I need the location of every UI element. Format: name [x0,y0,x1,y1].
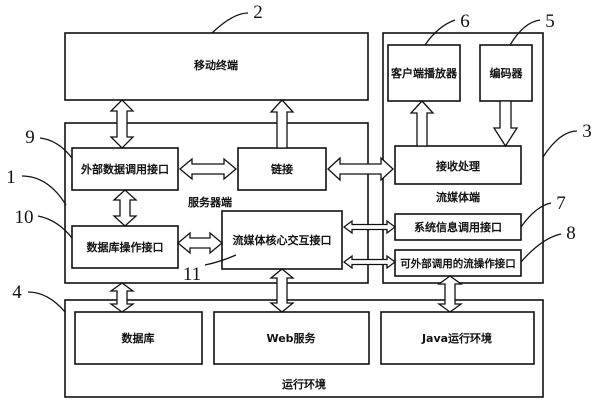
leader-6 [424,19,456,46]
media-core-api-label: 流媒体核心交互接口 [233,233,332,247]
database-label: 数据库 [122,331,155,345]
ref-1: 1 [6,167,16,188]
leader-1 [21,175,67,206]
arrow-link-to-mobile [269,99,295,149]
external-data-api-label: 外部数据调用接口 [80,162,169,176]
external-stream-api-box [394,249,522,277]
arrow-external-api-link [178,157,238,181]
leader-4 [27,291,66,313]
java-runtime-label: Java运行环境 [421,331,492,345]
client-player-box [387,44,461,102]
leader-9 [39,137,73,159]
runtime-label: 运行环境 [282,377,326,391]
web-service-box [213,311,370,365]
ref-3: 3 [582,121,592,142]
ref-9: 9 [25,127,35,148]
leader-3 [542,130,578,158]
codec-label: 编码器 [490,66,524,80]
arrow-core-sys-info [342,219,397,235]
leader-2 [211,12,249,34]
ref-8: 8 [566,223,576,244]
arrow-core-stream-api [342,254,397,270]
server-label: 服务器端 [188,195,232,209]
external-stream-api-label: 可外部调用的流操作接口 [400,257,516,270]
leader-8 [520,233,562,263]
db-operation-api-box [71,225,179,269]
db-operation-api-label: 数据库操作接口 [87,240,164,254]
ref-4: 4 [12,282,22,303]
ref-5: 5 [545,11,555,32]
mobile-terminal-label: 移动终端 [194,58,238,72]
sys-info-api-label: 系统信息调用接口 [414,220,502,234]
codec-box [479,44,533,102]
ref-7: 7 [556,193,566,214]
arrow-codec-to-receive [492,100,519,148]
arrow-link-receive [327,156,394,182]
arrow-streaming-java-runtime [437,275,463,313]
mobile-terminal-box [64,32,369,101]
leader-7 [520,202,552,228]
java-runtime-box [380,311,535,365]
client-player-label: 客户端播放器 [390,66,458,80]
ref-10: 10 [15,207,34,228]
ref-11: 11 [183,264,201,285]
media-core-api-box [221,210,343,270]
sys-info-api-box [394,213,522,241]
arrow-db-api-database [109,282,135,313]
arrow-receive-to-player [409,100,435,147]
leader-5 [509,19,541,46]
link-box [237,147,327,191]
streaming-end-label: 流媒体端 [436,190,480,204]
receive-process-box [394,145,522,185]
arrow-core-web-service [269,268,295,313]
web-service-label: Web服务 [266,331,316,345]
link-label: 链接 [271,162,293,176]
leader-11 [204,254,237,266]
leader-10 [37,215,73,239]
arrow-external-db-api [112,189,138,227]
arrow-db-api-core [176,231,224,255]
ref-2: 2 [253,2,263,23]
receive-process-label: 接收处理 [436,159,480,173]
ref-6: 6 [460,11,470,32]
database-box [74,311,203,365]
arrow-mobile-external-api [109,99,135,149]
